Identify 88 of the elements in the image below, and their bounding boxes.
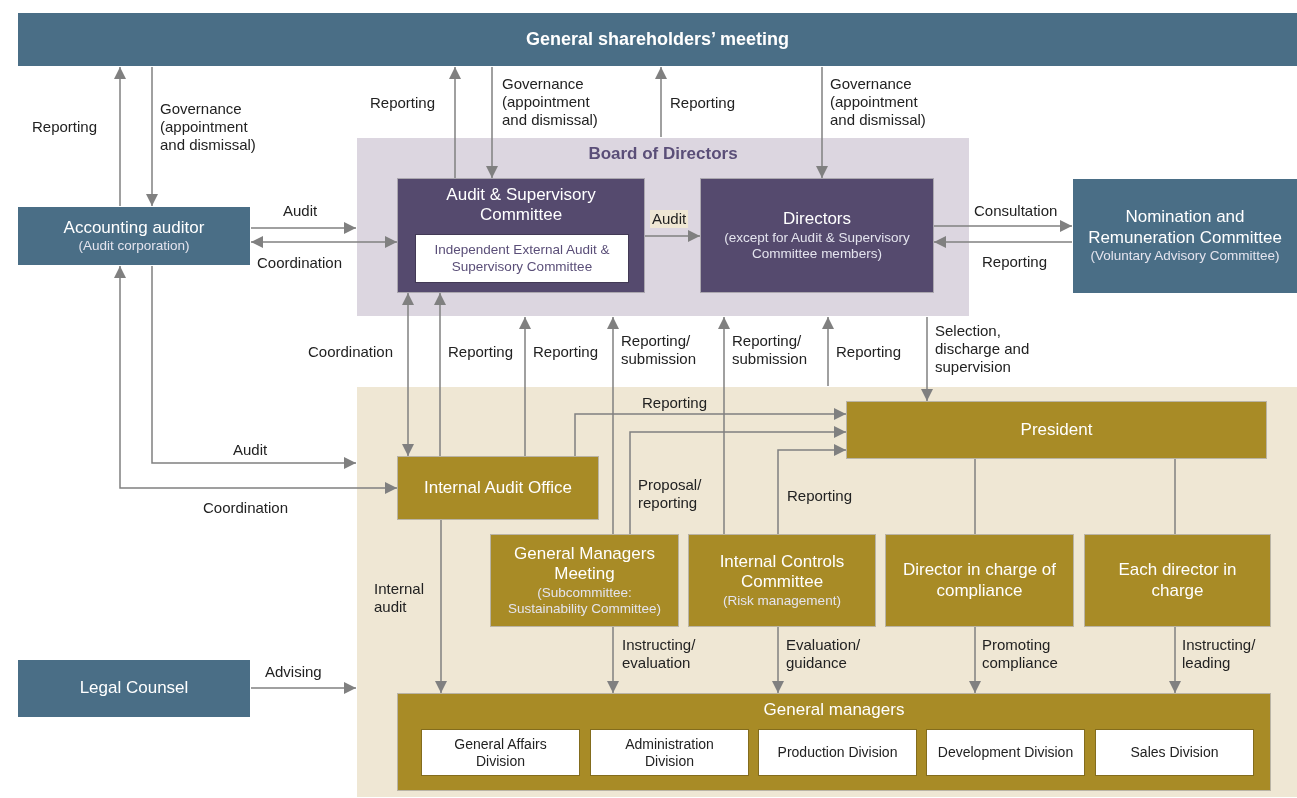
arrow — [435, 519, 447, 694]
arrow — [933, 236, 1073, 248]
arrow — [969, 626, 981, 694]
double-arrow — [250, 236, 398, 248]
unit-name: Accounting auditor — [63, 217, 205, 239]
arrow — [486, 66, 498, 179]
unit-name: Independent External Audit & Supervisory Committee — [433, 242, 611, 275]
division-box — [591, 730, 748, 775]
president-box — [847, 402, 1266, 458]
arrow — [718, 316, 730, 535]
edge-label: Reporting — [368, 94, 438, 112]
arrow — [644, 230, 701, 242]
edge-label: Reporting — [446, 343, 516, 361]
arrow — [519, 316, 531, 457]
edge-label: Reporting — [640, 394, 710, 412]
unit-name: Administration Division — [624, 735, 715, 770]
director-box — [886, 535, 1073, 626]
unit-name: Board of Directors — [588, 144, 738, 165]
directors-box — [701, 179, 933, 292]
edge-label: Reporting — [834, 343, 904, 361]
arrow — [434, 292, 446, 457]
arrow — [449, 66, 461, 179]
committee-box — [398, 179, 644, 292]
edge-label: Reporting — [785, 487, 855, 505]
edge-label: Advising — [263, 663, 324, 681]
arrow — [933, 220, 1073, 232]
edge-label: Reporting — [30, 118, 100, 136]
arrow — [772, 626, 784, 694]
arrow — [816, 66, 828, 179]
arrow — [629, 426, 847, 535]
meeting-banner — [18, 13, 1297, 66]
connector-line — [974, 458, 976, 535]
arrow — [607, 626, 619, 694]
double-arrow — [402, 292, 414, 457]
arrow — [114, 66, 126, 207]
unit-name: Development Division — [937, 744, 1074, 761]
unit-name: Internal Audit Office — [423, 477, 573, 499]
arrow — [250, 682, 357, 694]
unit-name: General Affairs Division — [453, 735, 548, 770]
executive-area-panel — [357, 387, 1297, 797]
unit-name: Production Division — [777, 744, 898, 761]
double-arrow — [114, 265, 398, 494]
arrow — [777, 444, 847, 535]
edge-label: Audit — [650, 210, 689, 228]
unit-name: General managers — [763, 700, 905, 721]
arrow — [607, 316, 619, 535]
connector-line — [1174, 458, 1176, 535]
director-box — [1085, 535, 1270, 626]
counsel-box — [18, 660, 250, 717]
arrow — [822, 316, 834, 387]
arrow — [1169, 626, 1181, 694]
arrow — [574, 408, 847, 457]
auditor-box — [18, 207, 250, 265]
committee-box — [689, 535, 875, 626]
unit-name: Legal Counsel — [79, 678, 189, 699]
unit-name: Internal Controls Committee — [718, 552, 846, 593]
division-box — [927, 730, 1084, 775]
unit-name: Sales Division — [1130, 744, 1219, 761]
arrow — [921, 316, 933, 402]
arrow — [655, 66, 667, 138]
unit-note: (Voluntary Advisory Committee) — [1090, 248, 1280, 265]
unit-name: President — [1020, 419, 1093, 441]
unit-note: (Risk management) — [723, 592, 841, 609]
unit-note: (except for Audit & Supervisory Committee members) — [723, 229, 911, 262]
meeting-box — [491, 535, 678, 626]
unit-name: Audit & Supervisory Committee — [445, 185, 597, 226]
unit-name: Each director in charge — [1117, 560, 1238, 601]
office-box — [398, 457, 598, 519]
board-panel — [357, 138, 969, 316]
unit-note: (Audit corporation) — [78, 238, 190, 255]
arrow — [151, 265, 357, 469]
unit-name: General Managers Meeting — [513, 543, 656, 585]
division-box — [422, 730, 579, 775]
arrow — [146, 66, 158, 207]
managers-panel — [398, 694, 1270, 790]
unit-name: Directors — [783, 209, 851, 230]
unit-name: Director in charge of compliance — [901, 560, 1058, 601]
division-box — [759, 730, 916, 775]
arrow — [250, 222, 357, 234]
edge-label: Reporting — [531, 343, 601, 361]
committee-box — [1073, 179, 1297, 293]
edge-label: Reporting — [980, 253, 1050, 271]
edge-label: Reporting — [668, 94, 738, 112]
division-box — [1096, 730, 1253, 775]
unit-note: (Subcommittee: Sustainability Committee) — [506, 584, 663, 618]
unit-name: Nomination and Remuneration Committee — [1087, 207, 1283, 249]
sub-committee-box — [416, 235, 628, 282]
unit-name: General shareholders’ meeting — [525, 28, 790, 51]
